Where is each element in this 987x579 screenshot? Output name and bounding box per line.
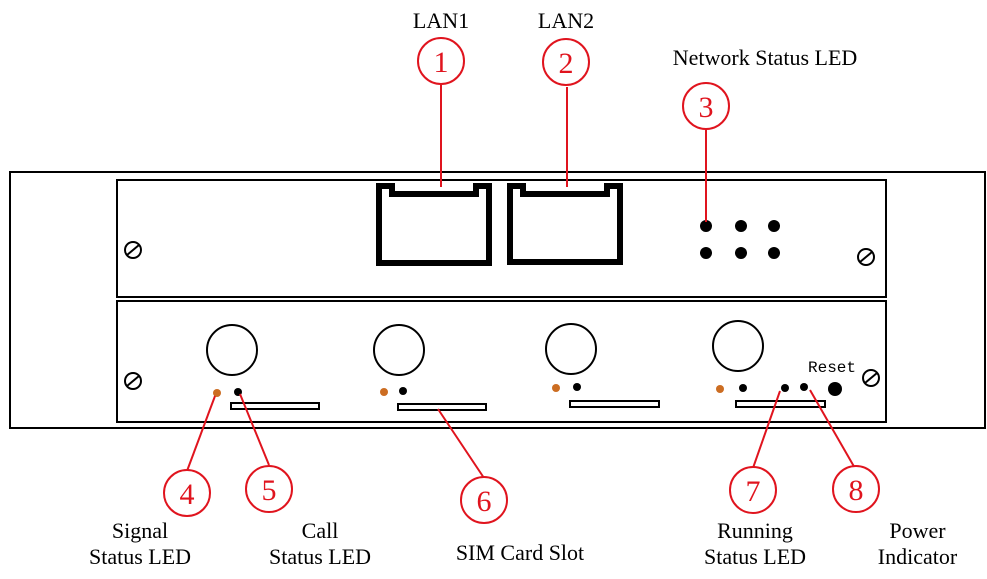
sim-card-slot	[397, 403, 487, 411]
signal-status-led	[380, 388, 388, 396]
callout-7: 7	[729, 466, 777, 514]
antenna-connector	[545, 323, 597, 375]
svg-text:4: 4	[180, 478, 195, 511]
leader-lines	[186, 85, 857, 479]
callout-1: 1	[417, 37, 465, 85]
sim-card-slot	[230, 402, 320, 410]
sim-card-slot-label: SIM Card Slot	[455, 540, 585, 565]
svg-text:1: 1	[434, 46, 449, 79]
svg-text:2: 2	[559, 47, 574, 80]
callout-4: 4	[163, 469, 211, 517]
lan1-label: LAN1	[412, 8, 470, 33]
callout-2: 2	[542, 38, 590, 86]
lower-module-panel	[116, 300, 887, 423]
antenna-connector	[373, 324, 425, 376]
screw-icon	[862, 369, 880, 387]
svg-text:8: 8	[849, 474, 864, 507]
antenna-connector	[206, 324, 258, 376]
sim-card-slot	[735, 400, 826, 408]
reset-label: Reset	[808, 359, 856, 377]
signal-status-led-label: Signal Status LED	[88, 518, 192, 569]
svg-text:3: 3	[699, 91, 714, 124]
screw-icon	[124, 372, 142, 390]
network-status-led-label: Network Status LED	[672, 45, 858, 70]
antenna-connector	[712, 320, 764, 372]
callout-3: 3	[682, 82, 730, 130]
lan2-port	[507, 183, 623, 265]
signal-status-led	[552, 384, 560, 392]
lan1-port	[376, 183, 492, 266]
chassis-outline	[9, 171, 986, 429]
callout-5: 5	[245, 465, 293, 513]
call-status-led	[399, 387, 407, 395]
power-indicator-led	[800, 383, 808, 391]
running-status-led-label: Running Status LED	[703, 518, 807, 569]
svg-text:5: 5	[262, 474, 277, 507]
screw-icon	[857, 248, 875, 266]
sim-card-slot	[569, 400, 660, 408]
signal-status-led	[716, 385, 724, 393]
lan2-label: LAN2	[537, 8, 595, 33]
screw-icon	[124, 241, 142, 259]
signal-status-led	[213, 389, 221, 397]
callout-8: 8	[832, 465, 880, 513]
call-status-led	[573, 383, 581, 391]
call-status-led-label: Call Status LED	[268, 518, 372, 569]
svg-text:6: 6	[477, 485, 492, 518]
call-status-led	[739, 384, 747, 392]
reset-button	[828, 382, 842, 396]
upper-module-panel	[116, 179, 887, 298]
callout-6: 6	[460, 476, 508, 524]
network-status-leds	[700, 220, 780, 259]
svg-text:7: 7	[746, 475, 761, 508]
power-indicator-label: Power Indicator	[877, 518, 958, 569]
running-status-led	[781, 384, 789, 392]
